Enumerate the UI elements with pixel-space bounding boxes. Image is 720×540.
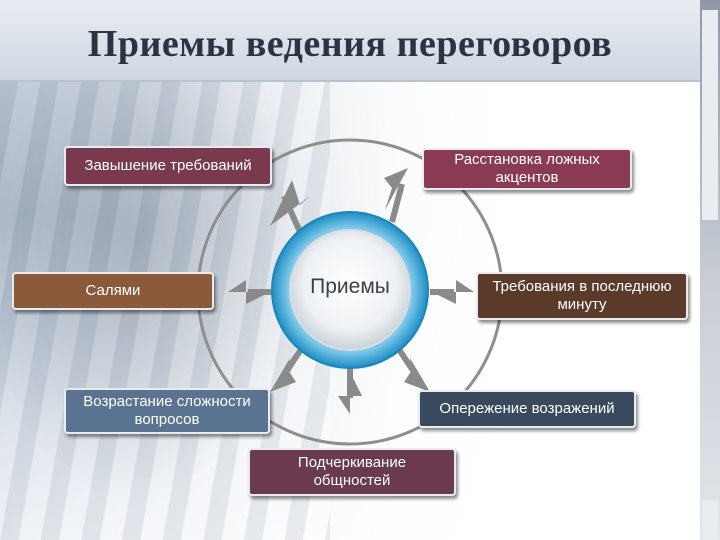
- box-podcherkivanie-obshchnostey: Подчеркивание общностей: [248, 448, 456, 496]
- box-label: Возрастание сложности вопросов: [83, 393, 251, 428]
- page-title: Приемы ведения переговоров: [87, 23, 613, 65]
- box-vozrastanie-slozhnosti: Возрастание сложности вопросов: [64, 388, 270, 434]
- box-label: Расстановка ложных акцентов: [454, 151, 600, 186]
- box-operezhenie-vozrazheniy: Опережение возражений: [418, 390, 636, 428]
- box-label: Завышение требований: [84, 157, 252, 174]
- box-zavyshenie-trebovaniy: Завышение требований: [64, 146, 272, 186]
- box-label: Подчеркивание общностей: [297, 454, 407, 489]
- box-rasstanovka-akcentov: Расстановка ложных акцентов: [422, 148, 632, 190]
- center-label: Приемы: [310, 275, 390, 298]
- arrow-upper-right: [384, 168, 408, 210]
- strip-segment: [702, 10, 718, 220]
- box-salyami: Салями: [12, 272, 214, 310]
- center-disc: [289, 229, 411, 351]
- box-label: Салями: [85, 282, 141, 299]
- box-label: Требования в последнюю минуту: [492, 278, 672, 313]
- right-decor-strip: [700, 0, 720, 540]
- title-band: [0, 0, 700, 82]
- box-trebovaniya-posledniyu-minutu: Требования в последнюю минуту: [476, 272, 688, 320]
- box-label: Опережение возражений: [439, 400, 615, 417]
- strip-segment: [702, 500, 718, 540]
- arrow-shafts: [248, 183, 454, 398]
